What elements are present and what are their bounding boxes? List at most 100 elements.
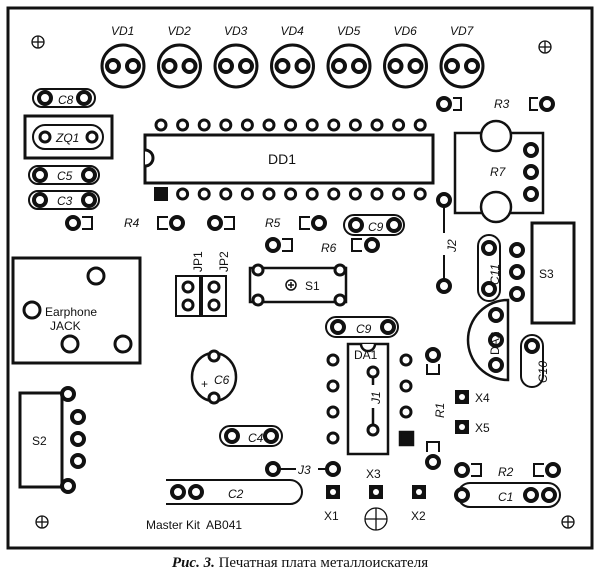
label-vd2: VD2	[168, 24, 192, 38]
regulator-da2: DA2	[466, 298, 510, 382]
board-outline	[6, 6, 594, 550]
label-vd3: VD3	[224, 24, 248, 38]
kit-label: Master Kit AB041	[146, 518, 242, 532]
dd1-pin	[219, 187, 233, 201]
label-s3: S3	[539, 267, 554, 281]
terminal-x3: X3	[366, 467, 383, 499]
led-vd1: VD1	[100, 24, 146, 89]
capacitor-c3: C3	[28, 190, 100, 210]
mounting-holes	[31, 35, 575, 531]
jumper-block-jp: JP1 JP2	[175, 251, 231, 317]
label-r5: R5	[265, 216, 281, 230]
label-s1: S1	[305, 279, 320, 293]
dd1-pin	[305, 118, 319, 132]
label-x2: X2	[411, 509, 426, 523]
dd1-pin	[327, 187, 341, 201]
chip-da1: DA1 J1	[326, 342, 415, 456]
resistor-r1: R1	[425, 347, 447, 470]
label-s2: S2	[32, 434, 47, 448]
label-x1: X1	[324, 509, 339, 523]
label-c6: C6	[214, 373, 230, 387]
capacitor-c9-mid: C9	[325, 316, 399, 338]
resistor-r2: R2	[454, 462, 561, 479]
label-da1: DA1	[354, 348, 378, 362]
label-r7: R7	[490, 165, 507, 179]
label-dd1: DD1	[268, 151, 296, 167]
terminal-x5: X5	[455, 420, 490, 435]
dd1-pin	[348, 118, 362, 132]
label-c3: C3	[57, 194, 73, 208]
figure-caption: Рис. 3. Печатная плата металлоискателя	[0, 555, 600, 572]
terminal-x2: X2	[411, 485, 426, 523]
label-r1: R1	[433, 403, 447, 418]
earphone-jack: Earphone JACK	[11, 256, 142, 365]
dd1-pin	[176, 118, 190, 132]
dd1-pin	[240, 118, 254, 132]
dd1-pin-1	[154, 187, 168, 201]
pcb-layout: VD1 VD2 VD3 VD4 VD5 VD6 VD7 C8 ZQ1 C5 C3 DD1	[6, 6, 594, 550]
dd1-pin	[392, 187, 406, 201]
label-r4: R4	[124, 216, 140, 230]
label-c9-mid: C9	[356, 322, 372, 336]
dd1-pin	[176, 187, 190, 201]
label-c2: C2	[228, 487, 244, 501]
label-vd4: VD4	[281, 24, 305, 38]
trimmer-r7: R7	[453, 119, 545, 224]
dd1-pin	[327, 118, 341, 132]
caption-text: Печатная плата металлоискателя	[218, 555, 429, 571]
dd1-pin	[262, 118, 276, 132]
dd1-pin	[240, 187, 254, 201]
terminal-x1: X1	[324, 485, 340, 523]
dd1-pin	[262, 187, 276, 201]
dd1-pin	[284, 187, 298, 201]
label-x3: X3	[366, 467, 381, 481]
caption-prefix: Рис. 3.	[171, 555, 215, 571]
dd1-pin	[284, 118, 298, 132]
led-vd6: VD6	[383, 24, 428, 89]
led-vd3: VD3	[213, 24, 259, 89]
resistor-r3: R3	[436, 96, 555, 112]
label-j1: J1	[369, 391, 383, 405]
label-c5: C5	[57, 169, 73, 183]
dd1-pin	[197, 187, 211, 201]
led-vd7: VD7	[439, 24, 485, 89]
dd1-pin	[219, 118, 233, 132]
label-j2: J2	[445, 239, 459, 253]
capacitor-c1: C1	[454, 482, 561, 508]
label-c1: C1	[498, 490, 513, 504]
led-vd5: VD5	[326, 24, 372, 89]
dd1-pin	[348, 187, 362, 201]
dd1-pin	[413, 118, 427, 132]
capacitor-c2: C2	[166, 479, 303, 505]
label-c8: C8	[58, 93, 74, 107]
capacitor-c4: C4	[219, 425, 283, 447]
capacitor-c6: + C6	[190, 349, 238, 405]
capacitor-c8: C8	[32, 88, 96, 108]
led-vd4: VD4	[270, 24, 315, 89]
label-c9-top: C9	[368, 220, 384, 234]
dd1-pin	[413, 187, 427, 201]
led-row: VD1 VD2 VD3 VD4 VD5 VD6 VD7	[100, 24, 485, 89]
label-c11: C11	[488, 264, 502, 285]
switch-s1: S1	[248, 263, 348, 307]
label-vd5: VD5	[337, 24, 361, 38]
dd1-pin	[392, 118, 406, 132]
capacitor-c9-top: C9	[343, 214, 405, 236]
crystal-zq1: ZQ1	[23, 114, 114, 160]
led-vd2: VD2	[157, 24, 202, 89]
jumper-j3: J3	[265, 461, 341, 477]
dd1-pin	[154, 118, 168, 132]
label-j3: J3	[297, 463, 311, 477]
svg-text:+: +	[201, 377, 208, 391]
switch-s3: S3	[509, 221, 576, 325]
dd1-pin	[370, 187, 384, 201]
label-r2: R2	[498, 465, 514, 479]
label-vd1: VD1	[111, 24, 134, 38]
terminal-x4: X4	[455, 390, 490, 405]
resistor-r6: R6	[265, 237, 380, 255]
switch-s2: S2	[18, 386, 86, 494]
label-jp2: JP2	[217, 251, 231, 272]
capacitor-c11: C11	[477, 234, 502, 302]
capacitor-c10: C10	[520, 334, 550, 388]
label-vd6: VD6	[394, 24, 418, 38]
